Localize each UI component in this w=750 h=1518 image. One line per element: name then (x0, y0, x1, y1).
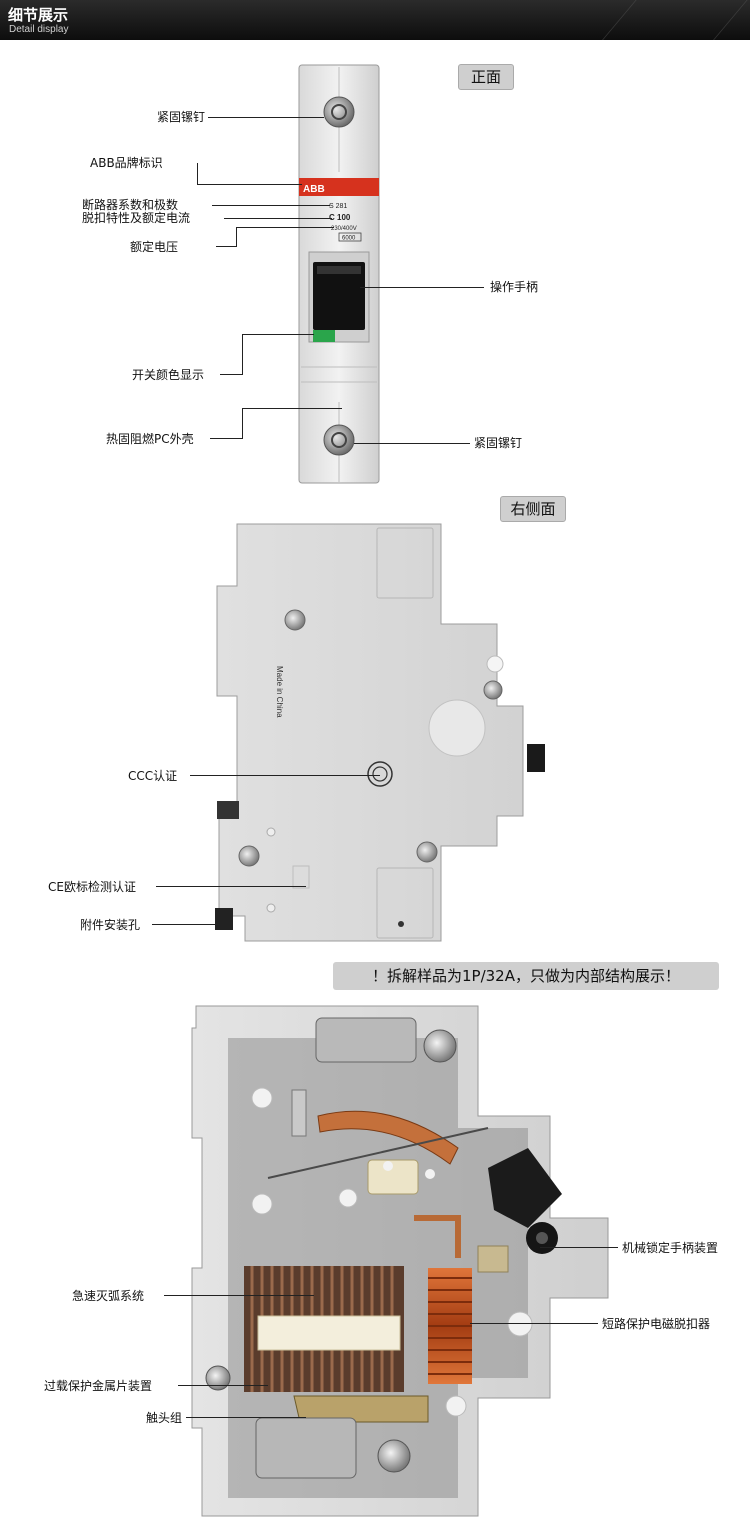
leader-top-screw (208, 117, 324, 118)
magnetic-coil (428, 1268, 472, 1384)
breaker-internal-image (191, 1005, 609, 1517)
leader-voltage (236, 227, 334, 228)
label-brand: ABB品牌标识 (90, 156, 163, 170)
side-handle (527, 744, 545, 772)
leader-accessory-hole (152, 924, 220, 925)
disassembly-notice: ！拆解样品为1P/32A，只做为内部结构展示！ (333, 962, 719, 990)
leader-bottom-screw (354, 443, 470, 444)
leader-contact (186, 1417, 306, 1418)
front-view-tag: 正面 (458, 64, 514, 90)
label-voltage: 额定电压 (130, 240, 179, 254)
svg-text:Made in China: Made in China (275, 666, 284, 718)
label-series: 断路器系数和极数 (82, 198, 179, 212)
brand-text: ABB (303, 184, 325, 195)
label-contact: 触头组 (146, 1411, 183, 1425)
leader-handle (360, 287, 484, 288)
label-ce: CE欧标检测认证 (48, 880, 136, 894)
label-bottom-screw: 紧固镙钉 (474, 436, 523, 450)
abb-label-strip (299, 178, 379, 196)
leader-arc (164, 1295, 314, 1296)
label-bimetal: 过载保护金属片装置 (44, 1379, 153, 1393)
leader-series (212, 205, 330, 206)
leader-color-indicator (242, 334, 314, 335)
section-subtitle: Detail display (9, 24, 69, 35)
top-screw (323, 96, 355, 128)
side-view-tag: 右侧面 (500, 496, 566, 522)
svg-text:230/400V: 230/400V (331, 226, 357, 232)
label-shell: 热固阻燃PC外壳 (106, 432, 194, 446)
arc-chute (244, 1266, 404, 1392)
operating-handle (313, 262, 365, 330)
breaker-side-image: Made in China (215, 523, 545, 942)
leader-shell (242, 408, 342, 409)
header-decoration (591, 0, 750, 40)
label-top-screw: 紧固镙钉 (156, 110, 205, 124)
leader-bimetal (178, 1385, 268, 1386)
leader-brand (197, 184, 302, 185)
label-ccc: CCC认证 (128, 769, 178, 783)
leader-trip (224, 218, 332, 219)
accessory-hole (215, 908, 233, 930)
svg-text:S 281: S 281 (329, 203, 347, 210)
label-lock: 机械锁定手柄装置 (622, 1241, 719, 1255)
breaker-front-image: ABB S 281 C 100 230/400V 6000 (298, 64, 380, 484)
leader-coil (470, 1323, 598, 1324)
leader-lock (540, 1247, 618, 1248)
bottom-screw (323, 424, 355, 456)
label-handle: 操作手柄 (490, 280, 539, 294)
leader-ce (156, 886, 306, 887)
section-title: 细节展示 (8, 6, 69, 24)
ccc-mark (367, 761, 393, 787)
section-header: 细节展示 Detail display (0, 0, 750, 40)
label-arc: 急速灭弧系统 (72, 1289, 145, 1303)
label-coil: 短路保护电磁脱扣器 (602, 1317, 711, 1331)
svg-text:6000: 6000 (342, 236, 356, 242)
label-trip: 脱扣特性及额定电流 (82, 211, 191, 225)
label-accessory-hole: 附件安装孔 (80, 918, 141, 932)
leader-ccc (190, 775, 380, 776)
label-color-indicator: 开关颜色显示 (132, 368, 205, 382)
status-indicator-green (313, 330, 335, 342)
svg-text:C 100: C 100 (329, 213, 351, 222)
